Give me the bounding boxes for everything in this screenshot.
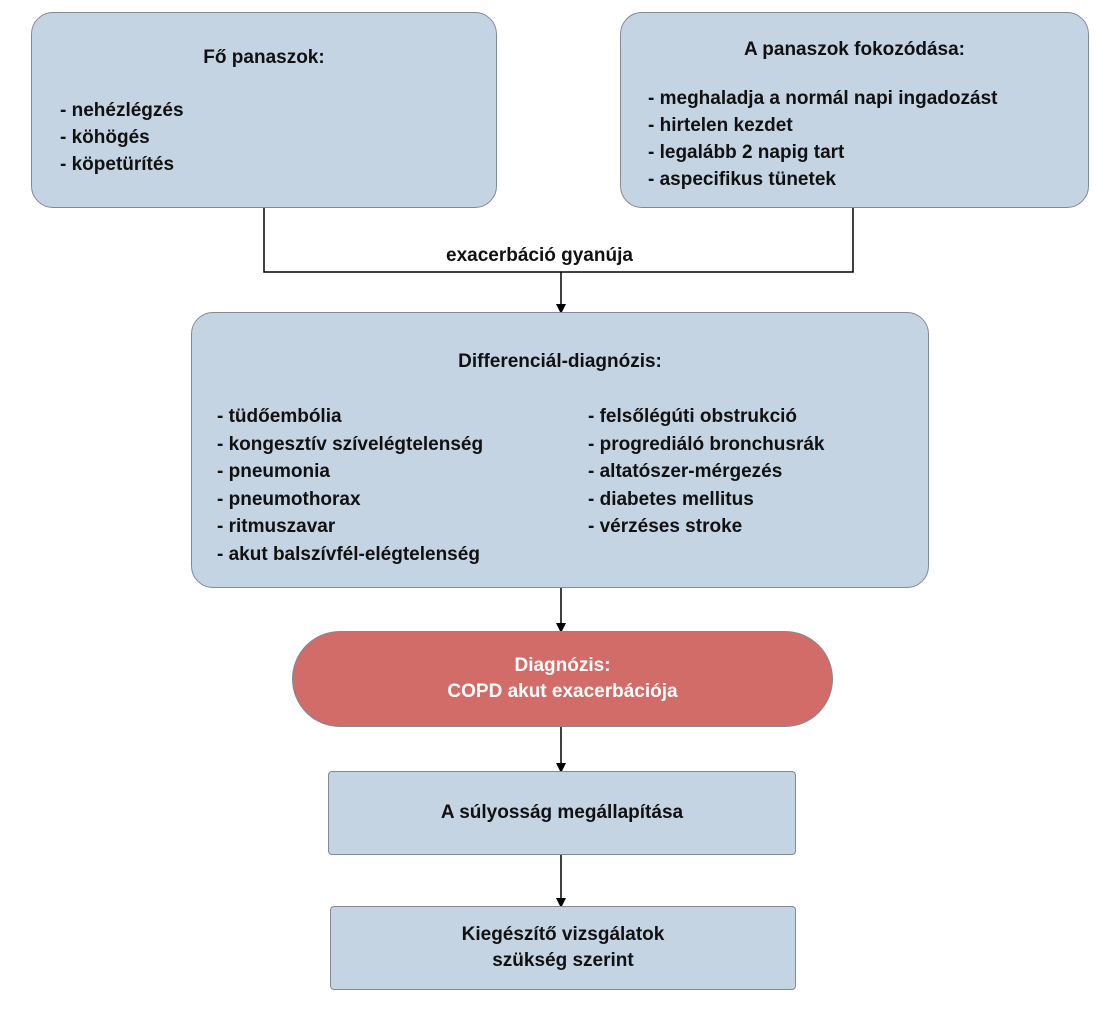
differential-right-list: felsőlégúti obstrukció progrediáló bronc… <box>588 403 825 541</box>
main-complaints-title: Fő panaszok: <box>203 47 325 68</box>
merge-connector <box>263 208 854 273</box>
list-item: aspecifikus tünetek <box>648 166 997 193</box>
list-item: vérzéses stroke <box>588 513 824 541</box>
diagnosis-box: Diagnózis: COPD akut exacerbációja <box>292 631 833 727</box>
list-item: progrediáló bronchusrák <box>588 431 825 459</box>
additional-tests-line2: szükség szerint <box>492 950 634 971</box>
differential-diagnosis-box: Differenciál-diagnózis: tüdőembólia kong… <box>191 312 929 588</box>
additional-tests-box: Kiegészítő vizsgálatok szükség szerint <box>330 906 796 990</box>
list-item: altatószer-mérgezés <box>588 458 824 486</box>
list-item: legalább 2 napig tart <box>648 139 997 166</box>
additional-tests-line1: Kiegészítő vizsgálatok <box>461 924 665 945</box>
worsening-list: meghaladja a normál napi ingadozást hirt… <box>648 85 998 193</box>
severity-box: A súlyosság megállapítása <box>328 771 796 855</box>
list-item: hirtelen kezdet <box>648 112 997 139</box>
list-item: kongesztív szívelégtelenség <box>217 431 484 459</box>
list-item: ritmuszavar <box>217 513 483 541</box>
diagnosis-heading: Diagnózis: <box>514 655 611 676</box>
main-complaints-list: nehézlégzés köhögés köpetürítés <box>60 97 184 178</box>
list-item: akut balszívfél-elégtelenség <box>217 541 483 569</box>
list-item: meghaladja a normál napi ingadozást <box>648 85 998 112</box>
main-complaints-box: Fő panaszok: nehézlégzés köhögés köpetür… <box>31 12 497 208</box>
worsening-box: A panaszok fokozódása: meghaladja a norm… <box>620 12 1089 208</box>
suspicion-label: exacerbáció gyanúja <box>446 245 633 266</box>
differential-left-list: tüdőembólia kongesztív szívelégtelenség … <box>217 403 484 569</box>
list-item: diabetes mellitus <box>588 486 824 514</box>
worsening-title: A panaszok fokozódása: <box>743 39 965 60</box>
list-item: köpetürítés <box>60 151 184 178</box>
list-item: pneumonia <box>217 458 483 486</box>
list-item: nehézlégzés <box>60 97 184 124</box>
list-item: tüdőembólia <box>217 403 483 431</box>
severity-label: A súlyosság megállapítása <box>440 802 684 823</box>
list-item: felsőlégúti obstrukció <box>588 403 824 431</box>
list-item: pneumothorax <box>217 486 483 514</box>
differential-title: Differenciál-diagnózis: <box>458 351 662 372</box>
diagnosis-name: COPD akut exacerbációja <box>447 681 678 702</box>
list-item: köhögés <box>60 124 184 151</box>
